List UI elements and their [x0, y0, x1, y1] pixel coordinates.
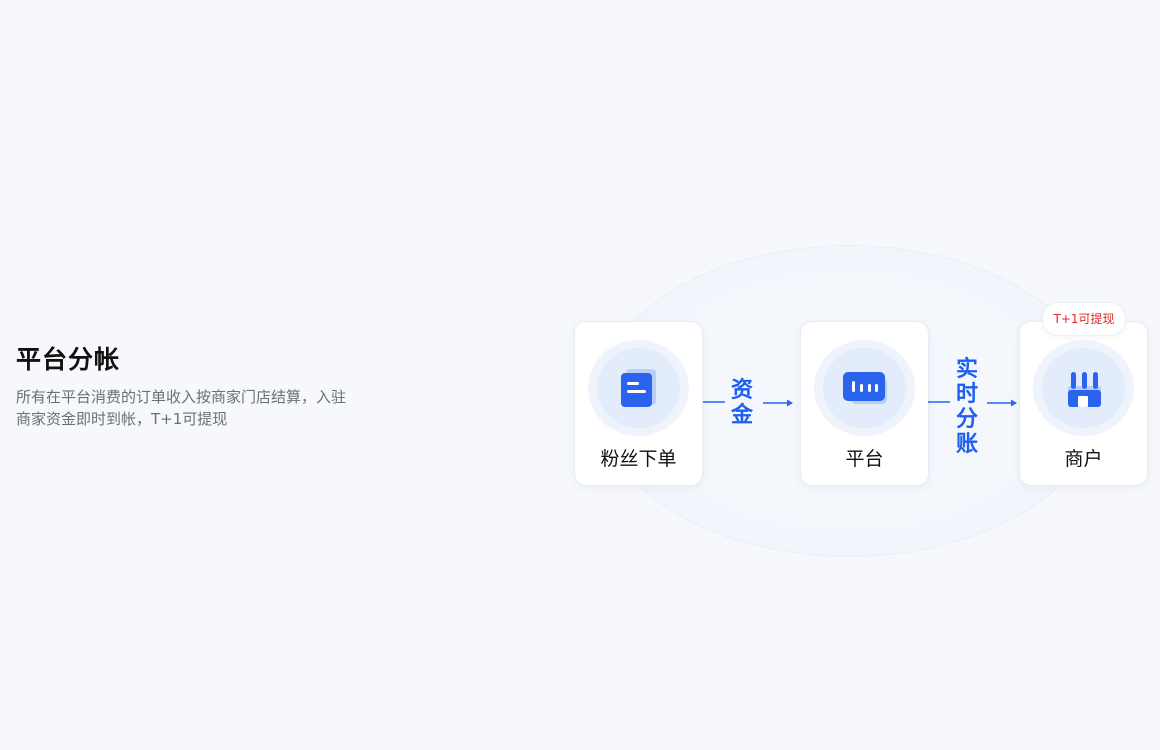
- section-title: 平台分帐: [16, 345, 121, 374]
- arrow-right-icon: [763, 399, 793, 407]
- section-description: 所有在平台消费的订单收入按商家门店结算，入驻商家资金即时到帐，T+1可提现: [16, 388, 347, 428]
- flow-card-platform: 平台: [800, 321, 929, 486]
- storefront-icon: [1068, 372, 1101, 407]
- flow-card-fan-order: 粉丝下单: [574, 321, 703, 486]
- icon-circle: [814, 340, 915, 436]
- flow-link-label: 实时分账: [955, 357, 978, 457]
- flow-link-label: 资金: [730, 378, 753, 428]
- arrow-right-icon: [987, 399, 1017, 407]
- icon-circle: [588, 340, 689, 436]
- document-icon: [621, 369, 656, 407]
- withdraw-badge: T+1可提现: [1042, 302, 1126, 336]
- icon-circle: [1033, 340, 1134, 436]
- connector-line: [928, 401, 950, 403]
- chat-bubble-icon: [843, 372, 887, 404]
- flow-card-merchant: 商户: [1019, 321, 1148, 486]
- flow-node-label: 商户: [1064, 448, 1103, 470]
- connector-line: [703, 401, 725, 403]
- flow-node-label: 平台: [845, 448, 884, 470]
- flow-node-label: 粉丝下单: [600, 448, 677, 470]
